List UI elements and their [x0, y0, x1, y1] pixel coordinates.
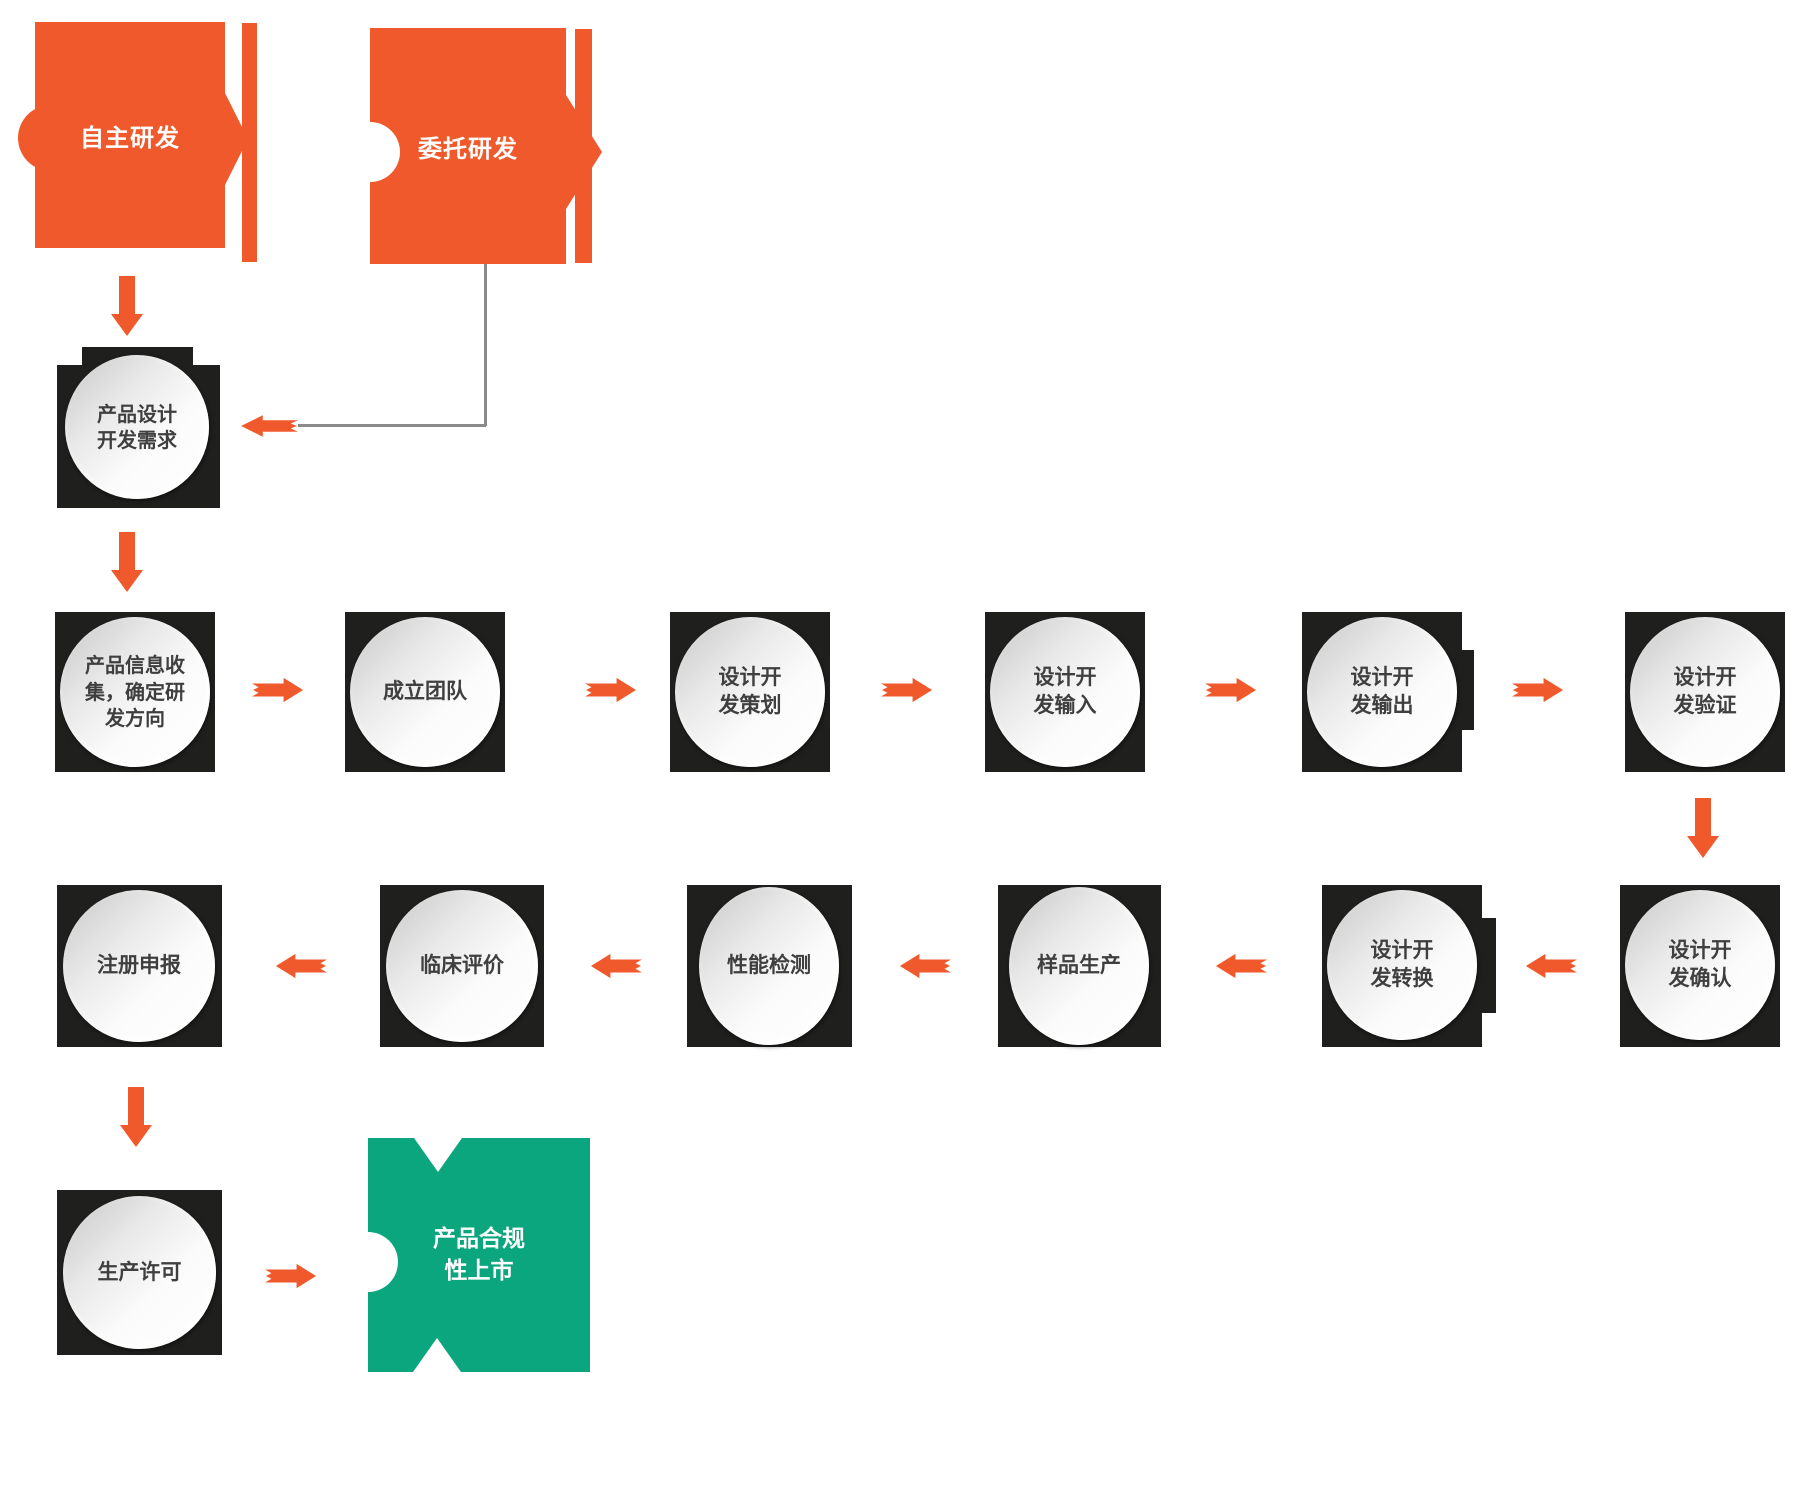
source-self-rd-label: 自主研发	[80, 123, 180, 152]
flow-arrow-right-5	[1512, 673, 1564, 707]
terminal-market-box: 产品合规 性上市	[368, 1138, 590, 1372]
source-side-bar	[575, 29, 592, 263]
source-entrusted-rd: 委托研发	[338, 28, 618, 268]
source-left-notch	[340, 122, 400, 182]
terminal-top-notch	[414, 1138, 462, 1172]
source-side-bar	[242, 23, 257, 262]
flow-arrow-right-2	[585, 673, 637, 707]
node-license: 生产许可	[57, 1190, 222, 1355]
flow-arrow-left-3	[899, 949, 951, 983]
flow-arrow-down-4	[119, 1087, 153, 1149]
node-clinical: 临床评价	[380, 885, 544, 1047]
flow-arrow-left-2	[590, 949, 642, 983]
node-confirm-circle: 设计开 发确认	[1625, 890, 1775, 1040]
node-register-circle: 注册申报	[63, 890, 215, 1042]
flow-arrow-right-1	[252, 673, 304, 707]
node-output: 设计开 发输出	[1302, 612, 1474, 772]
node-sample-circle: 样品生产	[1009, 887, 1149, 1045]
flow-arrow-down-1	[110, 276, 144, 338]
source-self-rd: 自主研发	[18, 22, 260, 264]
flow-arrow-down-3	[1686, 798, 1720, 860]
terminal-market: 产品合规 性上市	[338, 1138, 590, 1372]
flow-arrow-right-4	[1205, 673, 1257, 707]
node-license-circle: 生产许可	[63, 1196, 216, 1349]
node-plan-circle: 设计开 发策划	[675, 617, 825, 767]
terminal-left-notch	[338, 1232, 398, 1292]
node-demand-circle: 产品设计 开发需求	[65, 355, 209, 499]
node-info-collect: 产品信息收 集，确定研 发方向	[55, 612, 215, 772]
node-team-circle: 成立团队	[350, 617, 500, 767]
node-output-right-tab	[1460, 650, 1474, 730]
node-transfer-right-tab	[1480, 918, 1496, 1013]
connector-vertical-line	[484, 264, 487, 426]
flow-arrow-left-5	[1525, 949, 1577, 983]
node-info-collect-circle: 产品信息收 集，确定研 发方向	[60, 617, 210, 767]
flow-arrow-right-to-terminal	[265, 1259, 317, 1293]
terminal-market-label: 产品合规 性上市	[433, 1225, 525, 1284]
source-self-rd-box: 自主研发	[35, 22, 225, 248]
flow-arrow-left-into-demand	[240, 412, 298, 440]
flow-arrow-down-2	[110, 532, 144, 594]
node-demand: 产品设计 开发需求	[57, 347, 220, 508]
source-entrusted-rd-box: 委托研发	[370, 28, 566, 264]
node-test: 性能检测	[687, 885, 852, 1047]
node-clinical-circle: 临床评价	[386, 890, 538, 1042]
terminal-bottom-notch	[413, 1338, 461, 1372]
node-transfer-circle: 设计开 发转换	[1327, 890, 1477, 1040]
flow-arrow-left-1	[275, 949, 327, 983]
node-output-circle: 设计开 发输出	[1307, 617, 1457, 767]
source-entrusted-rd-label: 委托研发	[418, 134, 518, 163]
node-register: 注册申报	[57, 885, 222, 1047]
node-plan: 设计开 发策划	[670, 612, 830, 772]
node-confirm: 设计开 发确认	[1620, 885, 1780, 1047]
node-sample: 样品生产	[998, 885, 1161, 1047]
node-verify: 设计开 发验证	[1625, 612, 1785, 772]
node-input-circle: 设计开 发输入	[990, 617, 1140, 767]
node-input: 设计开 发输入	[985, 612, 1145, 772]
node-verify-circle: 设计开 发验证	[1630, 617, 1780, 767]
node-team: 成立团队	[345, 612, 505, 772]
flow-arrow-right-3	[881, 673, 933, 707]
connector-horizontal-line	[298, 424, 486, 427]
flow-arrow-left-4	[1215, 949, 1267, 983]
node-test-circle: 性能检测	[699, 887, 839, 1045]
node-transfer: 设计开 发转换	[1322, 885, 1496, 1047]
